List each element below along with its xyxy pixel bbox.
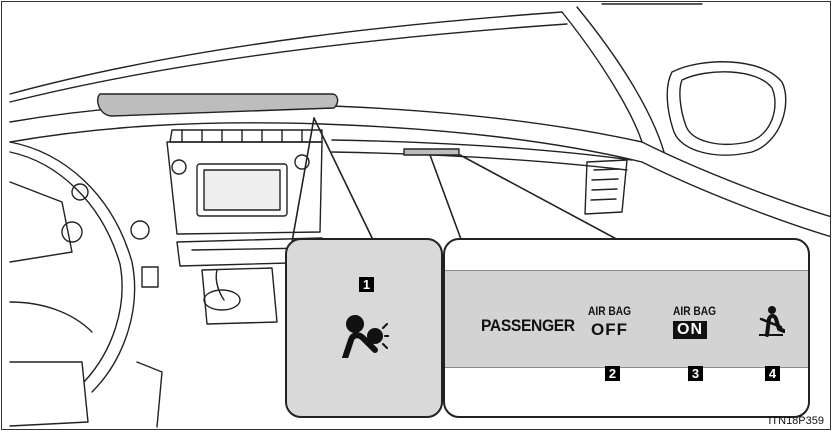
leader-line-1b	[314, 118, 374, 242]
indicator-location	[404, 149, 459, 155]
indicator-number-3: 3	[688, 366, 703, 381]
windshield-line	[10, 12, 562, 94]
indicator-number-2: 2	[605, 366, 620, 381]
leader-line-1a	[292, 118, 314, 242]
indicator-number-4: 4	[765, 366, 780, 381]
seatbelt-reminder-icon	[757, 305, 785, 337]
callout-passenger-indicator: PASSENGER AIR BAG OFF AIR BAG ON 2 3 4	[443, 238, 810, 418]
airbag-off-state: OFF	[591, 320, 628, 340]
airbag-on-state: ON	[673, 321, 707, 339]
steering-wheel	[10, 142, 149, 392]
switch-panel	[142, 267, 158, 287]
figure-code: ITN18P359	[768, 415, 824, 427]
door-line	[642, 142, 831, 217]
airbag-on-top: AIR BAG	[673, 304, 716, 318]
footwell	[10, 362, 88, 426]
a-pillar	[562, 12, 642, 142]
leader-line-2b	[460, 155, 622, 242]
airbag-occupant-icon	[341, 314, 389, 358]
passenger-label: PASSENGER	[481, 316, 575, 336]
callout-airbag-warning: 1	[285, 238, 443, 418]
side-mirror	[667, 62, 786, 155]
top-display-strip	[98, 94, 338, 116]
leader-line-2a	[430, 155, 462, 242]
airbag-off-top: AIR BAG	[588, 304, 631, 318]
callout-number-1: 1	[359, 277, 374, 292]
